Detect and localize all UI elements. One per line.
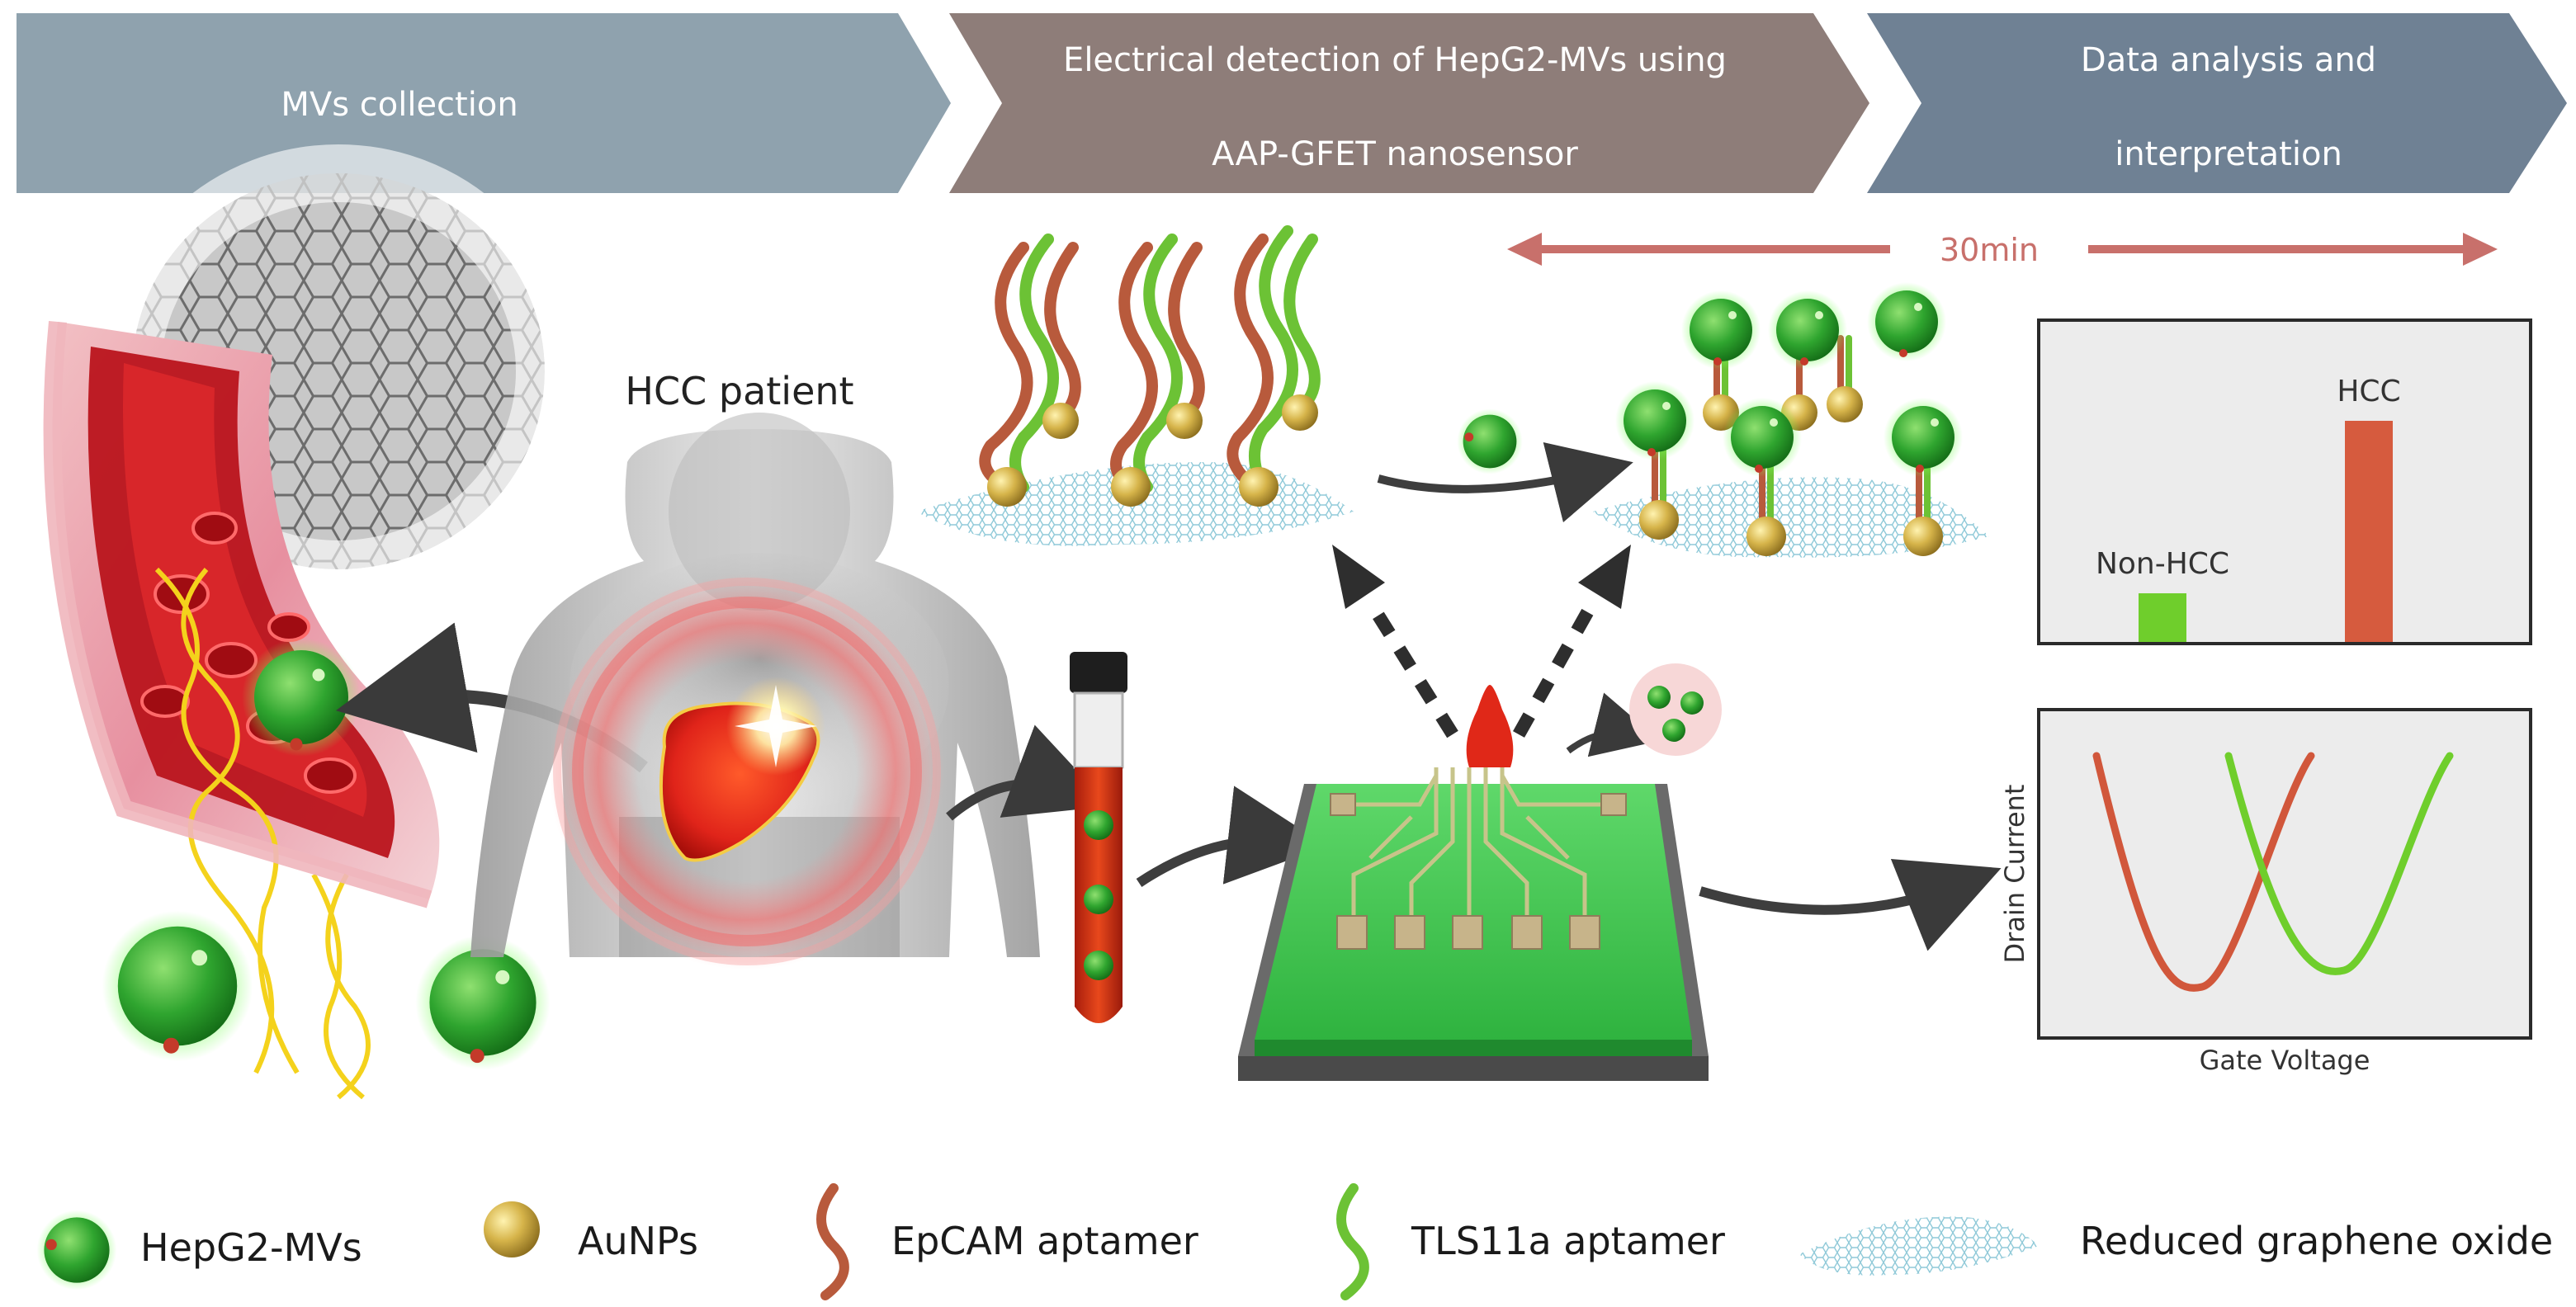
- legend-label-epcam: EpCAM aptamer: [891, 1219, 1198, 1263]
- legend-aunp-icon: [484, 1201, 540, 1257]
- aptamer-group-3: [1227, 225, 1321, 507]
- header-step-data-analysis: Data analysis and interpretation: [1867, 13, 2567, 193]
- aptamer-group-2: [1110, 234, 1205, 507]
- header-step-electrical-detection: Electrical detection of HepG2-MVs using …: [949, 13, 1869, 193]
- step3-label-line2: interpretation: [2115, 135, 2342, 173]
- header-step-mvs-collection: MVs collection: [17, 13, 951, 193]
- bound-mv-1: [1615, 381, 1694, 460]
- patient-label: HCC patient: [625, 369, 853, 413]
- bar-non-hcc: [2139, 593, 2186, 642]
- liver-organ: [659, 677, 825, 862]
- legend-rgo-icon: [1799, 1216, 2039, 1276]
- curve-xlabel: Gate Voltage: [2200, 1045, 2370, 1076]
- transfer-curve-chart: Gate Voltage Drain Current: [1999, 708, 2532, 1076]
- step1-label: MVs collection: [281, 86, 518, 124]
- legend-item-epcam: EpCAM aptamer: [816, 1183, 1198, 1300]
- graphene-panel-left: [916, 225, 1354, 546]
- legend-tls11a-icon: [1336, 1183, 1369, 1300]
- dashed-arrow-left: [1332, 545, 1458, 738]
- timeline-duration: 30min: [1940, 232, 2039, 268]
- legend-item-aunps: AuNPs: [484, 1201, 698, 1263]
- curve-non-hcc: [2092, 752, 2315, 992]
- legend-item-rgo: Reduced graphene oxide: [1799, 1216, 2553, 1276]
- bound-mv-6: [1867, 282, 1946, 361]
- step3-label-line1: Data analysis and: [2081, 41, 2376, 79]
- legend-label-tls11a: TLS11a aptamer: [1411, 1219, 1725, 1263]
- bar-chart-frame: [2037, 318, 2532, 645]
- bound-mv-2: [1723, 398, 1802, 477]
- blood-test-tube: [1070, 652, 1127, 1023]
- legend-epcam-icon: [816, 1183, 849, 1300]
- curve-chart-frame: [2037, 708, 2532, 1040]
- arrow-patient-to-tube: [946, 724, 1110, 821]
- legend-item-hepg2-mvs: HepG2-MVs: [36, 1210, 362, 1290]
- bar-label-hcc: HCC: [2337, 375, 2400, 408]
- dashed-arrow-right: [1513, 545, 1631, 738]
- bound-mv-3: [1884, 398, 1963, 477]
- bar-label-non-hcc: Non-HCC: [2096, 547, 2229, 581]
- arrow-tube-to-chip: [1136, 786, 1327, 887]
- arrow-chip-to-bubble: [1566, 692, 1661, 757]
- chip-pads: [1330, 793, 1627, 950]
- legend: HepG2-MVs AuNPs EpCAM aptamer TLS11a apt…: [36, 1183, 2553, 1300]
- legend-label-rgo: Reduced graphene oxide: [2080, 1219, 2553, 1263]
- legend-label-hepg2-mvs: HepG2-MVs: [140, 1225, 362, 1270]
- aptamer-group-1: [979, 234, 1081, 507]
- hepg2-mv-vessel-2: [102, 910, 253, 1062]
- hepg2-mv-vessel-1: [242, 638, 361, 757]
- dna-helix: [154, 567, 371, 1100]
- curve-ylabel: Drain Current: [1999, 785, 2030, 964]
- legend-label-aunps: AuNPs: [578, 1219, 698, 1263]
- chip-electrodes: [1345, 767, 1609, 916]
- legend-mv-icon: [36, 1210, 117, 1290]
- step2-label-line2: AAP-GFET nanosensor: [1212, 135, 1578, 173]
- step2-label-line1: Electrical detection of HepG2-MVs using: [1063, 41, 1727, 79]
- bound-mv-4: [1681, 290, 1761, 370]
- free-hepg2-mv: [1457, 408, 1523, 474]
- gfet-chip: [1238, 685, 1709, 1081]
- curve-hcc: [2224, 752, 2454, 975]
- timeline-arrow: 30min: [1507, 232, 2498, 268]
- arrow-chip-to-analysis: [1699, 859, 2002, 951]
- arrow-binding: [1377, 442, 1633, 523]
- bar-hcc: [2345, 421, 2393, 642]
- unbound-mv-bubble: [1629, 663, 1722, 756]
- bar-chart: Non-HCC HCC: [2037, 318, 2532, 645]
- bound-mv-5: [1768, 290, 1847, 370]
- legend-item-tls11a: TLS11a aptamer: [1336, 1183, 1725, 1300]
- sample-droplet: [1466, 685, 1514, 767]
